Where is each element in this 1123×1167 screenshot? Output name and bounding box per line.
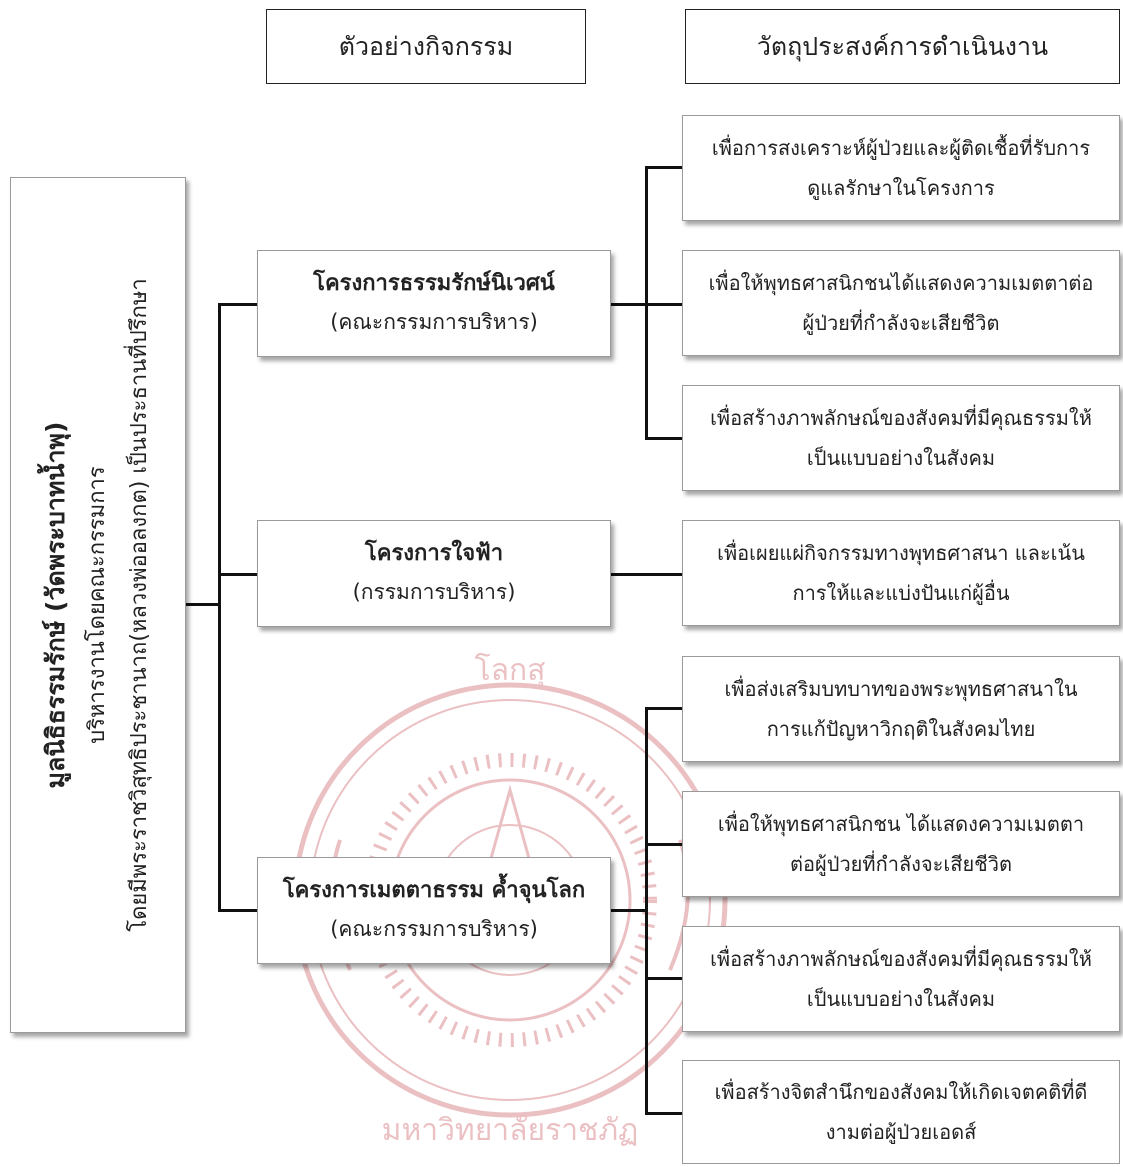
objective-box: เพื่อให้พุทธศาสนิกชนได้แสดงความเมตตาต่อ … — [682, 250, 1120, 356]
header-activities-label: ตัวอย่างกิจกรรม — [338, 31, 514, 61]
project-title: โครงการธรรมรักษ์นิเวศน์ — [313, 270, 555, 296]
objective-line: เพื่อสร้างภาพลักษณ์ของสังคมที่มีคุณธรรมใ… — [710, 947, 1092, 971]
connector-obj-3-3 — [645, 977, 682, 980]
objective-box: เพื่อส่งเสริมบทบาทของพระพุทธศาสนาใน การแ… — [682, 656, 1120, 762]
objective-line: ต่อผู้ป่วยที่กำลังจะเสียชีวิต — [790, 852, 1012, 876]
objective-line: เพื่อการสงเคราะห์ผู้ป่วยและผู้ติดเชื้อที… — [711, 136, 1091, 160]
project-subtitle: (คณะกรรมการบริหาร) — [330, 309, 538, 334]
project-box-thammarak-niwet: โครงการธรรมรักษ์นิเวศน์ (คณะกรรมการบริหา… — [257, 250, 611, 357]
objective-box: เพื่อสร้างจิตสำนึกของสังคมให้เกิดเจตคติท… — [682, 1060, 1120, 1164]
connector-to-project-3 — [218, 909, 257, 912]
foundation-title: มูลนิธิธรรมรักษ์ (วัดพระบาทน้ำพุ) — [41, 421, 70, 789]
foundation-management: บริหารงานโดยคณะกรรมการ — [85, 466, 110, 744]
project-title: โครงการใจฟ้า — [364, 540, 504, 566]
connector-project-1-out — [611, 303, 647, 306]
foundation-text: มูลนิธิธรรมรักษ์ (วัดพระบาทน้ำพุ) บริหาร… — [35, 195, 161, 1015]
objective-line: ผู้ป่วยที่กำลังจะเสียชีวิต — [802, 311, 1000, 335]
objective-line: เพื่อส่งเสริมบทบาทของพระพุทธศาสนาใน — [724, 677, 1078, 701]
connector-root-trunk — [218, 303, 221, 912]
svg-text:มหาวิทยาลัยราชภัฏ: มหาวิทยาลัยราชภัฏ — [382, 1113, 639, 1148]
foundation-box: มูลนิธิธรรมรักษ์ (วัดพระบาทน้ำพุ) บริหาร… — [10, 177, 186, 1033]
header-activities: ตัวอย่างกิจกรรม — [266, 9, 586, 84]
foundation-advisor: โดยมีพระราชวิสุทธิประชานาถ(หลวงพ่ออลงกต)… — [127, 278, 152, 932]
objective-line: เพื่อให้พุทธศาสนิกชนได้แสดงความเมตตาต่อ — [708, 271, 1094, 295]
objective-line: งามต่อผู้ป่วยเอดส์ — [825, 1120, 977, 1144]
objective-line: เพื่อสร้างจิตสำนึกของสังคมให้เกิดเจตคติท… — [714, 1080, 1088, 1104]
connector-project-3-trunk — [645, 707, 648, 1115]
connector-to-project-2 — [218, 573, 257, 576]
connector-obj-3-4 — [645, 1112, 682, 1115]
project-box-jaifah: โครงการใจฟ้า (กรรมการบริหาร) — [257, 520, 611, 627]
connector-project-2-out — [611, 573, 682, 576]
objective-line: ดูแลรักษาในโครงการ — [807, 176, 995, 200]
objective-box: เพื่อให้พุทธศาสนิกชน ได้แสดงความเมตตา ต่… — [682, 791, 1120, 897]
header-objectives-label: วัตถุประสงค์การดำเนินงาน — [756, 31, 1049, 61]
objective-box: เพื่อสร้างภาพลักษณ์ของสังคมที่มีคุณธรรมใ… — [682, 385, 1120, 491]
university-seal-watermark: โลกสุ มหาวิทยาลัยราชภัฏ — [292, 652, 728, 1148]
project-subtitle: (กรรมการบริหาร) — [352, 579, 516, 604]
objective-line: เพื่อสร้างภาพลักษณ์ของสังคมที่มีคุณธรรมใ… — [710, 406, 1092, 430]
objective-line: เป็นแบบอย่างในสังคม — [806, 446, 996, 470]
svg-text:โลกสุ: โลกสุ — [475, 652, 546, 689]
objective-line: การแก้ปัญหาวิกฤติในสังคมไทย — [766, 717, 1036, 741]
connector-obj-3-2 — [645, 843, 682, 846]
project-subtitle: (คณะกรรมการบริหาร) — [330, 916, 538, 941]
objective-line: การให้และแบ่งปันแก่ผู้อื่น — [792, 581, 1010, 605]
connector-root-stub — [186, 603, 220, 606]
objective-box: เพื่อเผยแผ่กิจกรรมทางพุทธศาสนา และเน้น ก… — [682, 520, 1120, 626]
connector-obj-1-1 — [645, 166, 682, 169]
connector-obj-1-3 — [645, 437, 682, 440]
objective-box: เพื่อสร้างภาพลักษณ์ของสังคมที่มีคุณธรรมใ… — [682, 926, 1120, 1032]
objective-box: เพื่อการสงเคราะห์ผู้ป่วยและผู้ติดเชื้อที… — [682, 115, 1120, 221]
objective-line: เพื่อเผยแผ่กิจกรรมทางพุทธศาสนา และเน้น — [717, 541, 1085, 565]
project-title: โครงการเมตตาธรรม ค้ำจุนโลก — [282, 877, 586, 903]
connector-obj-1-2 — [645, 303, 682, 306]
connector-project-3-out — [611, 909, 647, 912]
header-objectives: วัตถุประสงค์การดำเนินงาน — [685, 9, 1120, 84]
objective-line: เพื่อให้พุทธศาสนิกชน ได้แสดงความเมตตา — [717, 812, 1085, 836]
objective-line: เป็นแบบอย่างในสังคม — [806, 987, 996, 1011]
connector-to-project-1 — [218, 303, 257, 306]
project-box-mettatham: โครงการเมตตาธรรม ค้ำจุนโลก (คณะกรรมการบร… — [257, 857, 611, 964]
connector-obj-3-1 — [645, 707, 682, 710]
